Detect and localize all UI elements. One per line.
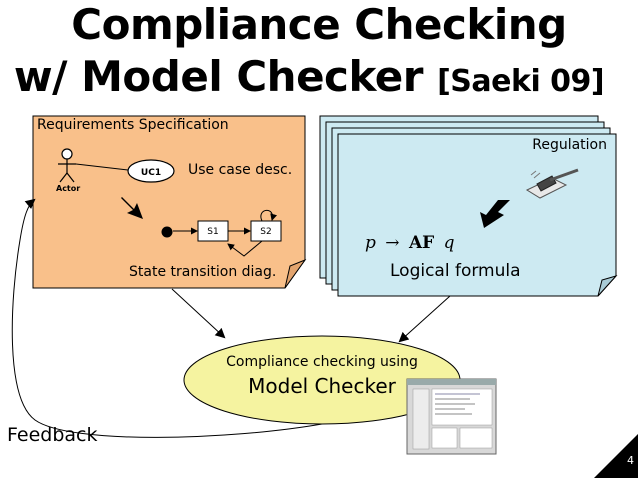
down-right-arrow-icon — [121, 197, 143, 219]
usecase-desc-label: Use case desc. — [188, 162, 292, 178]
title-main: w/ Model Checker — [13, 52, 424, 101]
s2-self-loop — [260, 209, 278, 222]
checker-line1: Compliance checking using — [226, 354, 418, 370]
checker-line2: Model Checker — [248, 374, 397, 398]
requirements-to-checker-arrow — [171, 288, 226, 339]
feedback-arrow — [11, 198, 323, 438]
model-checker-screenshot-icon — [406, 378, 497, 455]
actor-label: Actor — [56, 184, 80, 193]
gavel-icon — [525, 168, 579, 199]
state-s2 — [250, 220, 282, 242]
s2-to-s1-transition — [227, 240, 263, 257]
regulation-heading: Regulation — [532, 137, 607, 153]
state-diag-label: State transition diag. — [129, 264, 276, 280]
initial-state-dot — [161, 226, 173, 238]
actor-usecase-link — [75, 163, 129, 171]
slide-title-line1: Compliance Checking — [71, 0, 567, 49]
requirements-spec-document: Requirements Specification Actor UC1 Use… — [32, 115, 307, 289]
title-citation: [Saeki 09] — [437, 64, 605, 99]
actor-icon — [58, 148, 76, 183]
requirements-heading: Requirements Specification — [37, 117, 229, 133]
logical-formula: p → AF q — [365, 233, 455, 253]
regulation-documents: Regulation p → AF q Logical formula — [319, 115, 618, 297]
slide-title-line2: w/ Model Checker [Saeki 09] — [0, 52, 628, 101]
slide-number: 4 — [627, 454, 634, 467]
down-left-arrow-icon — [480, 200, 510, 228]
regulation-to-checker-arrow — [398, 295, 451, 343]
state-s1-label: S1 — [207, 227, 218, 237]
slide-number-badge: 4 — [594, 434, 638, 478]
usecase-ellipse — [127, 159, 175, 183]
logical-formula-label: Logical formula — [390, 261, 521, 281]
usecase-label: UC1 — [141, 168, 161, 178]
feedback-label: Feedback — [7, 424, 97, 446]
state-s2-label: S2 — [260, 227, 271, 237]
